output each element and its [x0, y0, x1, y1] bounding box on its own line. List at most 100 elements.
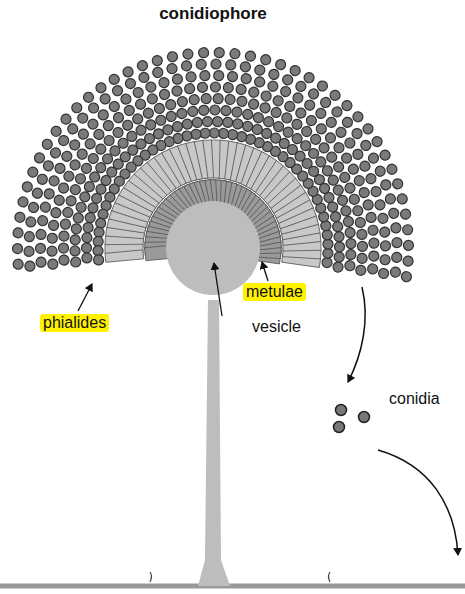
conidium: [69, 183, 82, 196]
conidium: [70, 235, 81, 246]
conidium: [214, 47, 224, 57]
radial-chain: [250, 160, 398, 236]
conidium: [367, 263, 378, 274]
conidium: [377, 213, 389, 225]
conidium: [356, 229, 367, 240]
conidium: [171, 85, 183, 97]
conidium: [181, 60, 192, 71]
conidium: [358, 186, 371, 199]
conidium: [350, 127, 364, 141]
conidium: [76, 127, 90, 141]
conidium: [379, 227, 390, 238]
conidium: [196, 59, 207, 70]
conidium: [227, 71, 238, 82]
conidium: [58, 243, 68, 253]
conidium: [302, 71, 316, 85]
conidium: [151, 54, 163, 66]
conidium: [289, 64, 302, 77]
conidium: [31, 187, 44, 200]
conidium: [392, 238, 402, 248]
conidium: [101, 119, 115, 133]
conidium: [210, 82, 220, 92]
conidium: [158, 76, 170, 88]
conidium: [401, 271, 412, 282]
conidium: [314, 106, 328, 120]
conidium: [231, 106, 243, 118]
conidium: [26, 166, 39, 179]
conidium: [70, 257, 81, 268]
conidium: [74, 172, 87, 185]
conidium: [374, 199, 386, 211]
conidium: [336, 194, 349, 207]
conidium: [240, 61, 252, 73]
conidium: [369, 251, 380, 262]
conidium: [176, 108, 188, 120]
conidium: [248, 98, 260, 110]
radial-chain: [13, 246, 170, 273]
conidium: [184, 83, 195, 94]
conidium: [12, 243, 22, 253]
conidium: [351, 110, 365, 124]
conidium: [361, 122, 375, 136]
conidium: [24, 261, 35, 272]
conidium: [332, 141, 346, 155]
conidium: [354, 217, 366, 229]
conidium: [353, 174, 366, 187]
conidium: [340, 151, 354, 165]
conidium: [340, 205, 352, 217]
conidium: [211, 59, 221, 69]
conidium: [171, 73, 183, 85]
conidium: [259, 101, 272, 114]
conidium: [70, 101, 84, 115]
conidium: [98, 92, 112, 106]
conidium: [201, 93, 212, 104]
conidium: [65, 195, 78, 208]
conidium: [403, 256, 414, 267]
conidium: [334, 242, 344, 252]
conidium: [137, 71, 150, 84]
conidium: [240, 73, 252, 85]
conidium: [248, 86, 260, 98]
conidium: [93, 246, 103, 256]
conidium: [48, 174, 61, 187]
part-label: conidia: [389, 390, 440, 408]
conidium: [49, 124, 63, 138]
conidium: [346, 249, 357, 260]
conidium: [182, 48, 193, 59]
conidium: [13, 259, 24, 270]
conidium: [274, 58, 287, 71]
conidium: [252, 111, 265, 124]
conidium: [197, 82, 208, 93]
conidium: [153, 102, 166, 115]
conidium: [328, 88, 342, 102]
conidium: [136, 59, 149, 72]
release-arrow: [348, 287, 365, 382]
conidium: [68, 138, 82, 152]
conidium: [53, 194, 66, 207]
conidium: [47, 259, 58, 270]
conidium: [340, 99, 354, 113]
conidium: [53, 162, 66, 175]
conidium: [254, 76, 266, 88]
conidium: [396, 193, 408, 205]
part-label: metulae: [243, 283, 306, 301]
conidium: [36, 257, 47, 268]
conidium: [36, 229, 47, 240]
conidium: [403, 240, 413, 250]
conidium: [72, 212, 84, 224]
conidium: [374, 165, 387, 178]
conidium: [370, 135, 384, 149]
substrate-line: [0, 584, 465, 589]
conidium: [134, 98, 147, 111]
leader-line: [262, 262, 268, 281]
conidium: [25, 216, 36, 227]
conidium: [14, 212, 25, 223]
conidium: [232, 118, 244, 130]
conidium: [214, 70, 224, 80]
conidium: [220, 105, 231, 116]
conidium: [260, 54, 272, 66]
part-label: phialides: [40, 314, 109, 332]
conidium: [390, 222, 401, 233]
conidium: [189, 94, 200, 105]
conidium: [47, 246, 57, 256]
